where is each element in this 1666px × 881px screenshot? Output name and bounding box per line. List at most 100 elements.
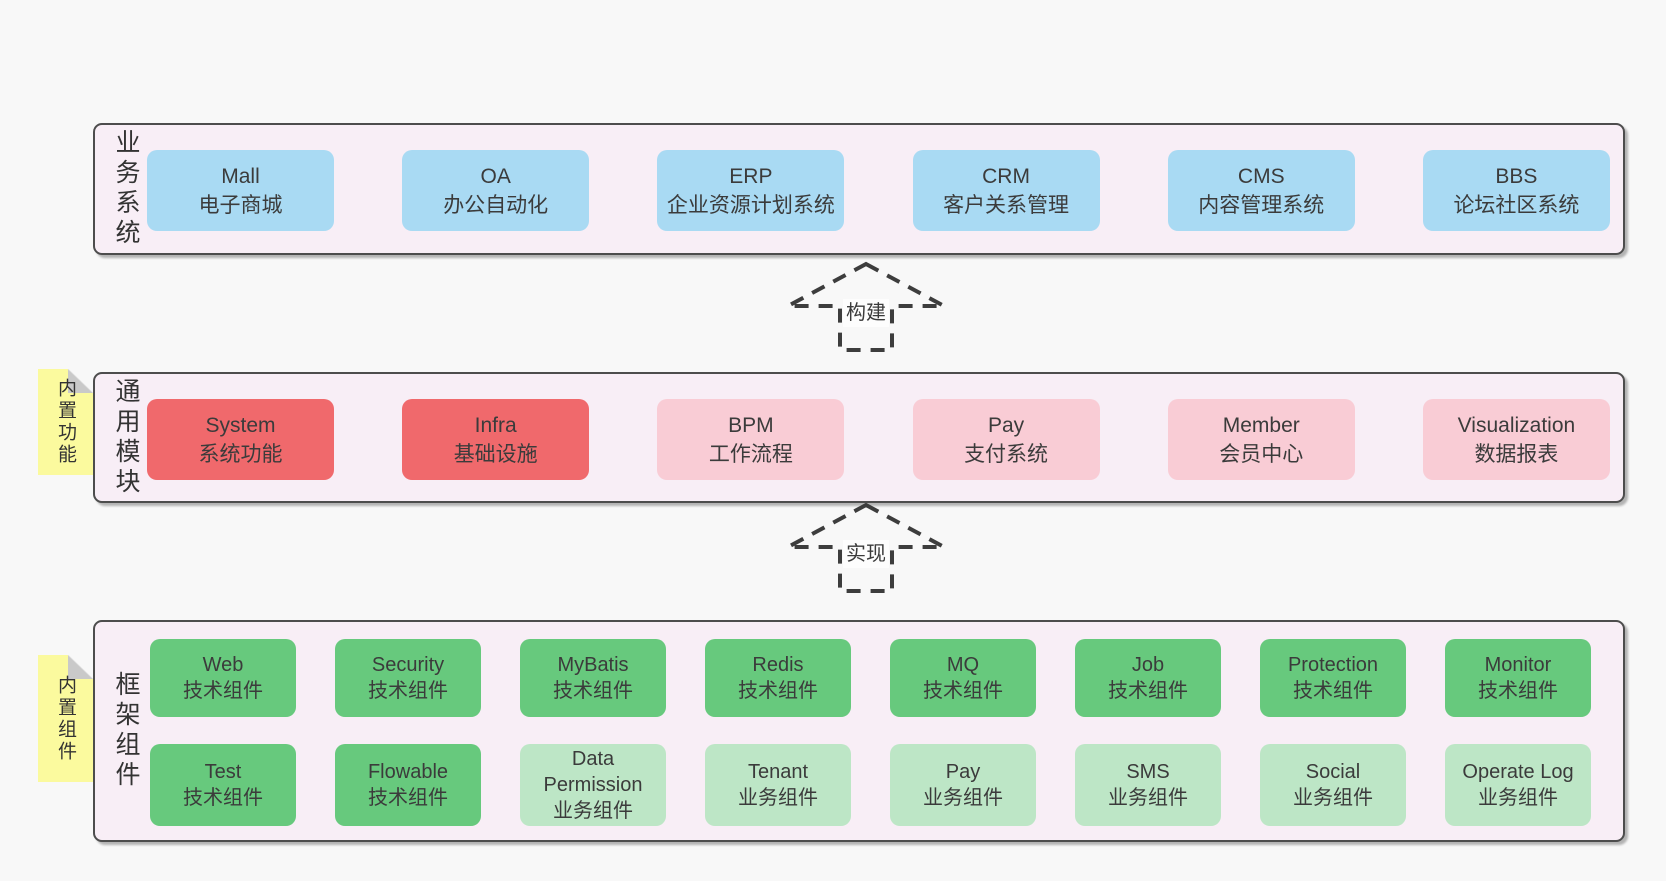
box-subtitle: 技术组件	[553, 680, 633, 702]
box-title: ERP	[729, 164, 773, 188]
box-subtitle: 技术组件	[923, 680, 1003, 702]
sticky-note-label: 内置组件	[55, 674, 76, 763]
box-subtitle: 数据报表	[1474, 442, 1559, 466]
box-title: System	[205, 413, 276, 437]
box-subtitle: 办公自动化	[443, 193, 549, 217]
box-subtitle: 技术组件	[1108, 680, 1188, 702]
box-title: Web	[202, 654, 244, 676]
box-title: Infra	[474, 413, 517, 437]
box-bpm: BPM 工作流程	[657, 399, 845, 480]
box-sms: SMS 业务组件	[1075, 744, 1221, 826]
box-infra: Infra 基础设施	[402, 399, 590, 480]
box-mall: Mall 电子商城	[147, 150, 334, 231]
layer-label-components: 框架组件	[112, 671, 140, 791]
box-title: Mall	[221, 164, 260, 188]
box-title: Social	[1305, 761, 1361, 783]
box-subtitle: 技术组件	[183, 787, 263, 809]
box-subtitle: 工作流程	[708, 442, 793, 466]
box-row-business: Mall 电子商城 OA 办公自动化 ERP 企业资源计划系统 CRM 客户关系管理 CMS 内容…	[147, 150, 1610, 231]
box-subtitle: 业务组件	[923, 787, 1003, 809]
box-title: Tenant	[747, 761, 809, 783]
box-title: Protection	[1287, 654, 1379, 676]
box-title: Member	[1222, 413, 1300, 437]
box-subtitle: 客户关系管理	[943, 193, 1070, 217]
box-subtitle: 技术组件	[368, 680, 448, 702]
box-title: Job	[1131, 654, 1165, 676]
box-title: MQ	[946, 654, 980, 676]
box-subtitle: 业务组件	[1108, 787, 1188, 809]
box-security: Security 技术组件	[335, 639, 481, 717]
box-crm: CRM 客户关系管理	[912, 150, 1100, 231]
box-social: Social 业务组件	[1260, 744, 1406, 826]
box-title: MyBatis	[557, 654, 629, 676]
box-subtitle: 业务组件	[553, 800, 633, 822]
box-operate-log: Operate Log 业务组件	[1445, 744, 1591, 826]
box-data-permission: Data Permission 业务组件	[520, 744, 666, 826]
box-subtitle: 业务组件	[738, 787, 818, 809]
sticky-note-builtin-features: 内置功能	[38, 369, 93, 475]
box-title: Pay	[945, 761, 981, 783]
box-subtitle: 系统功能	[198, 442, 283, 466]
box-title: CMS	[1237, 164, 1285, 188]
box-subtitle: 会员中心	[1219, 442, 1304, 466]
sticky-note-builtin-components: 内置组件	[38, 655, 93, 782]
arrow-up-icon	[787, 502, 945, 593]
box-subtitle: 技术组件	[1293, 680, 1373, 702]
layer-label-modules: 通用模块	[112, 377, 140, 498]
arrow-implement-label: 实现	[843, 540, 889, 568]
box-web: Web 技术组件	[150, 639, 296, 717]
box-subtitle: 基础设施	[453, 442, 538, 466]
box-subtitle: 内容管理系统	[1198, 193, 1325, 217]
box-system: System 系统功能	[147, 399, 334, 480]
box-mybatis: MyBatis 技术组件	[520, 639, 666, 717]
box-mq: MQ 技术组件	[890, 639, 1036, 717]
arrow-implement: 实现	[781, 500, 951, 596]
box-subtitle: 技术组件	[183, 680, 263, 702]
box-subtitle: 论坛社区系统	[1453, 193, 1580, 217]
box-bbs: BBS 论坛社区系统	[1422, 150, 1610, 231]
box-subtitle: 技术组件	[368, 787, 448, 809]
box-title: OA	[480, 164, 511, 188]
box-subtitle: 业务组件	[1293, 787, 1373, 809]
box-subtitle: 企业资源计划系统	[666, 193, 835, 217]
sticky-note-label: 内置功能	[55, 378, 76, 466]
box-job: Job 技术组件	[1075, 639, 1221, 717]
box-title: SMS	[1126, 761, 1170, 783]
box-title: BBS	[1495, 164, 1538, 188]
box-title: CRM	[982, 164, 1030, 188]
box-title: Data Permission	[543, 748, 643, 796]
layer-business-systems: 业务系统 Mall 电子商城 OA 办公自动化 ERP 企业资源计划系统 CRM 客户关系管理…	[93, 123, 1625, 255]
box-subtitle: 技术组件	[738, 680, 818, 702]
box-member: Member 会员中心	[1167, 399, 1355, 480]
layer-label-business: 业务系统	[112, 129, 140, 249]
box-title: BPM	[728, 413, 774, 437]
box-title: Pay	[987, 413, 1025, 437]
box-oa: OA 办公自动化	[402, 150, 590, 231]
box-erp: ERP 企业资源计划系统	[657, 150, 845, 231]
box-title: Operate Log	[1462, 761, 1574, 783]
box-cms: CMS 内容管理系统	[1167, 150, 1355, 231]
box-subtitle: 电子商城	[198, 193, 283, 217]
box-title: Flowable	[367, 761, 449, 783]
box-subtitle: 业务组件	[1478, 787, 1558, 809]
box-visualization: Visualization 数据报表	[1422, 399, 1610, 480]
box-title: Visualization	[1457, 413, 1576, 437]
box-tenant: Tenant 业务组件	[705, 744, 851, 826]
arrow-up-icon	[787, 261, 945, 352]
box-title: Redis	[752, 654, 804, 676]
arrow-build-label: 构建	[843, 299, 889, 327]
arrow-build: 构建	[781, 259, 951, 355]
box-title: Security	[371, 654, 445, 676]
box-flowable: Flowable 技术组件	[335, 744, 481, 826]
box-redis: Redis 技术组件	[705, 639, 851, 717]
box-pay: Pay 业务组件	[890, 744, 1036, 826]
